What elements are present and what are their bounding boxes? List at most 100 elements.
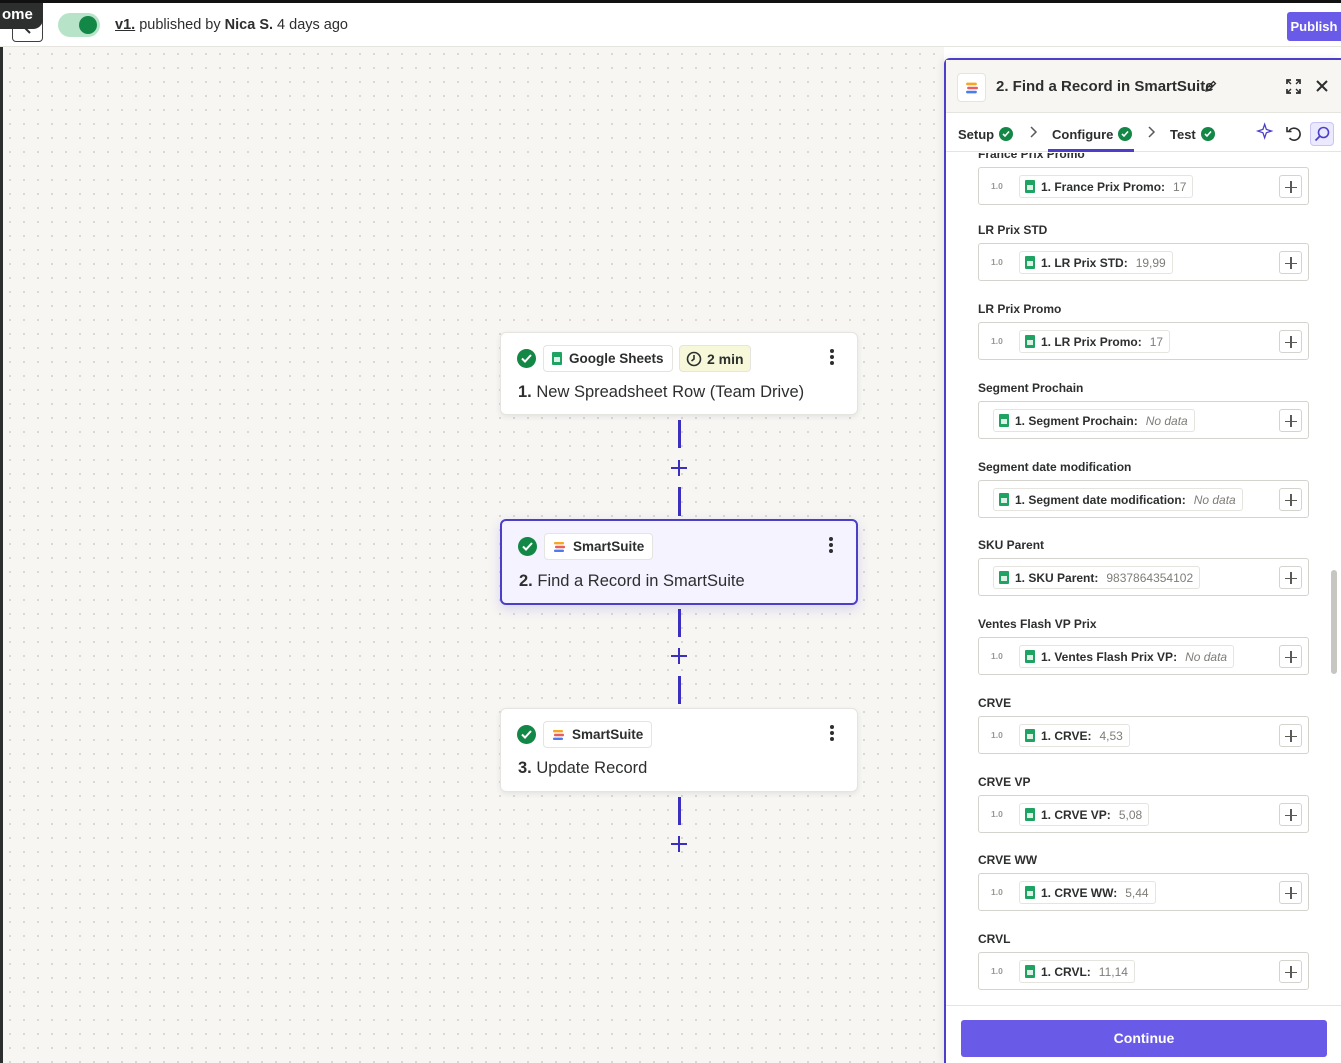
google-sheets-icon xyxy=(999,493,1009,506)
panel-tabs: Setup Configure Test xyxy=(946,114,1341,152)
workflow-canvas[interactable] xyxy=(0,47,944,1063)
tab-setup[interactable]: Setup xyxy=(958,123,1014,145)
search-icon[interactable] xyxy=(1310,122,1334,146)
close-icon[interactable] xyxy=(1314,78,1330,94)
add-step-icon[interactable] xyxy=(670,459,688,477)
mapped-value-pill[interactable]: 1. Ventes Flash Prix VP:No data xyxy=(1019,645,1235,668)
mapped-value-pill[interactable]: 1. Segment Prochain:No data xyxy=(993,409,1195,432)
zap-on-toggle[interactable] xyxy=(58,13,100,37)
mapped-value-pill[interactable]: 1. LR Prix STD:19,99 xyxy=(1019,251,1173,274)
add-step-icon[interactable] xyxy=(670,647,688,665)
add-step-icon[interactable] xyxy=(670,835,688,853)
field-input[interactable]: 1.0 1. Ventes Flash Prix VP:No data xyxy=(978,637,1309,675)
app-chip-smartsuite: SmartSuite xyxy=(543,721,653,748)
add-data-button[interactable] xyxy=(1279,409,1302,432)
google-sheets-icon xyxy=(1025,256,1035,269)
sparkle-icon[interactable] xyxy=(1254,122,1278,146)
more-options-icon[interactable] xyxy=(825,723,839,745)
field-input[interactable]: 1.0 1. CRVE:4,53 xyxy=(978,716,1309,754)
number-type-tag: 1.0 xyxy=(991,730,1003,740)
google-sheets-icon xyxy=(999,414,1009,427)
field-input[interactable]: 1.0 1. CRVE WW:5,44 xyxy=(978,873,1309,911)
add-data-button[interactable] xyxy=(1279,175,1302,198)
smartsuite-icon xyxy=(957,73,986,102)
check-icon xyxy=(518,537,537,556)
smartsuite-icon xyxy=(553,729,564,740)
more-options-icon[interactable] xyxy=(825,347,839,369)
toggle-knob xyxy=(79,16,97,34)
number-type-tag: 1.0 xyxy=(991,966,1003,976)
mapped-value-pill[interactable]: 1. CRVE WW:5,44 xyxy=(1019,881,1156,904)
step-editor-panel: 2. Find a Record in SmartSuite Setup Con… xyxy=(944,58,1341,1063)
chevron-right-icon xyxy=(1148,126,1156,138)
field-input[interactable]: 1.0 1. LR Prix Promo:17 xyxy=(978,322,1309,360)
mapped-value-pill[interactable]: 1. LR Prix Promo:17 xyxy=(1019,330,1171,353)
field-input[interactable]: 1. Segment Prochain:No data xyxy=(978,401,1309,439)
field-crvl: CRVL 1.0 1. CRVL:11,14 xyxy=(978,932,1309,990)
google-sheets-icon xyxy=(552,352,562,365)
mapped-value-pill[interactable]: 1. Segment date modification:No data xyxy=(993,488,1243,511)
step-title: 3. Update Record xyxy=(518,759,648,777)
top-bar: ome v1. published by Nica S. 4 days ago … xyxy=(0,0,1341,47)
add-data-button[interactable] xyxy=(1279,724,1302,747)
field-segment-date-modification: Segment date modification 1. Segment dat… xyxy=(978,460,1309,518)
field-input[interactable]: 1. SKU Parent:9837864354102 xyxy=(978,558,1309,596)
step-card-2[interactable]: SmartSuite 2. Find a Record in SmartSuit… xyxy=(500,519,858,605)
step-title: 1. New Spreadsheet Row (Team Drive) xyxy=(518,383,805,401)
pencil-icon[interactable] xyxy=(1204,79,1218,93)
google-sheets-icon xyxy=(1025,965,1035,978)
refresh-icon[interactable] xyxy=(1282,122,1306,146)
tab-configure[interactable]: Configure xyxy=(1052,123,1133,145)
more-options-icon[interactable] xyxy=(824,535,838,557)
chevron-right-icon xyxy=(1030,126,1038,138)
field-lr-prix-promo: LR Prix Promo 1.0 1. LR Prix Promo:17 xyxy=(978,302,1309,360)
field-crve-vp: CRVE VP 1.0 1. CRVE VP:5,08 xyxy=(978,775,1309,833)
field-input[interactable]: 1. Segment date modification:No data xyxy=(978,480,1309,518)
field-input[interactable]: 1.0 1. LR Prix STD:19,99 xyxy=(978,243,1309,281)
author-name: Nica S. xyxy=(224,17,274,33)
connector-line xyxy=(678,676,681,704)
published-when: 4 days ago xyxy=(273,17,348,33)
publish-button[interactable]: Publish xyxy=(1287,12,1341,41)
field-crve-ww: CRVE WW 1.0 1. CRVE WW:5,44 xyxy=(978,853,1309,911)
connector-line xyxy=(678,420,681,448)
expand-icon[interactable] xyxy=(1285,78,1302,95)
mapped-value-pill[interactable]: 1. France Prix Promo:17 xyxy=(1019,175,1194,198)
field-input[interactable]: 1.0 1. CRVE VP:5,08 xyxy=(978,795,1309,833)
scrollbar-thumb[interactable] xyxy=(1331,570,1337,674)
app-name: SmartSuite xyxy=(573,539,645,554)
app-chip-google-sheets: Google Sheets xyxy=(543,345,673,372)
active-tab-indicator xyxy=(1048,149,1134,152)
continue-button[interactable]: Continue xyxy=(961,1020,1327,1057)
field-input[interactable]: 1.0 1. France Prix Promo:17 xyxy=(978,167,1309,205)
add-data-button[interactable] xyxy=(1279,803,1302,826)
check-icon xyxy=(999,127,1014,141)
add-data-button[interactable] xyxy=(1279,330,1302,353)
add-data-button[interactable] xyxy=(1279,488,1302,511)
mapped-value-pill[interactable]: 1. SKU Parent:9837864354102 xyxy=(993,566,1201,589)
google-sheets-icon xyxy=(1025,335,1035,348)
version-link[interactable]: v1. xyxy=(115,17,136,33)
field-lr-prix-std: LR Prix STD 1.0 1. LR Prix STD:19,99 xyxy=(978,223,1309,281)
mapped-value-pill[interactable]: 1. CRVE VP:5,08 xyxy=(1019,803,1150,826)
add-data-button[interactable] xyxy=(1279,566,1302,589)
step-card-1[interactable]: Google Sheets 2 min 1. New Spreadsheet R… xyxy=(500,332,858,415)
app-chip-smartsuite: SmartSuite xyxy=(544,533,654,560)
connector-line xyxy=(678,797,681,825)
add-data-button[interactable] xyxy=(1279,645,1302,668)
google-sheets-icon xyxy=(1025,886,1035,899)
polling-time: 2 min xyxy=(707,350,744,367)
field-input[interactable]: 1.0 1. CRVL:11,14 xyxy=(978,952,1309,990)
mapped-value-pill[interactable]: 1. CRVE:4,53 xyxy=(1019,724,1130,747)
clock-icon xyxy=(686,351,702,366)
add-data-button[interactable] xyxy=(1279,960,1302,983)
publish-status: v1. published by Nica S. 4 days ago xyxy=(115,17,348,33)
add-data-button[interactable] xyxy=(1279,881,1302,904)
step-card-3[interactable]: SmartSuite 3. Update Record xyxy=(500,708,858,792)
tab-test[interactable]: Test xyxy=(1170,123,1215,145)
field-mapping-list[interactable]: France Prix Promo 1.0 1. France Prix Pro… xyxy=(946,153,1341,1005)
polling-time-chip: 2 min xyxy=(679,345,751,372)
field-label: France Prix Promo xyxy=(978,153,1085,161)
mapped-value-pill[interactable]: 1. CRVL:11,14 xyxy=(1019,960,1135,983)
add-data-button[interactable] xyxy=(1279,251,1302,274)
